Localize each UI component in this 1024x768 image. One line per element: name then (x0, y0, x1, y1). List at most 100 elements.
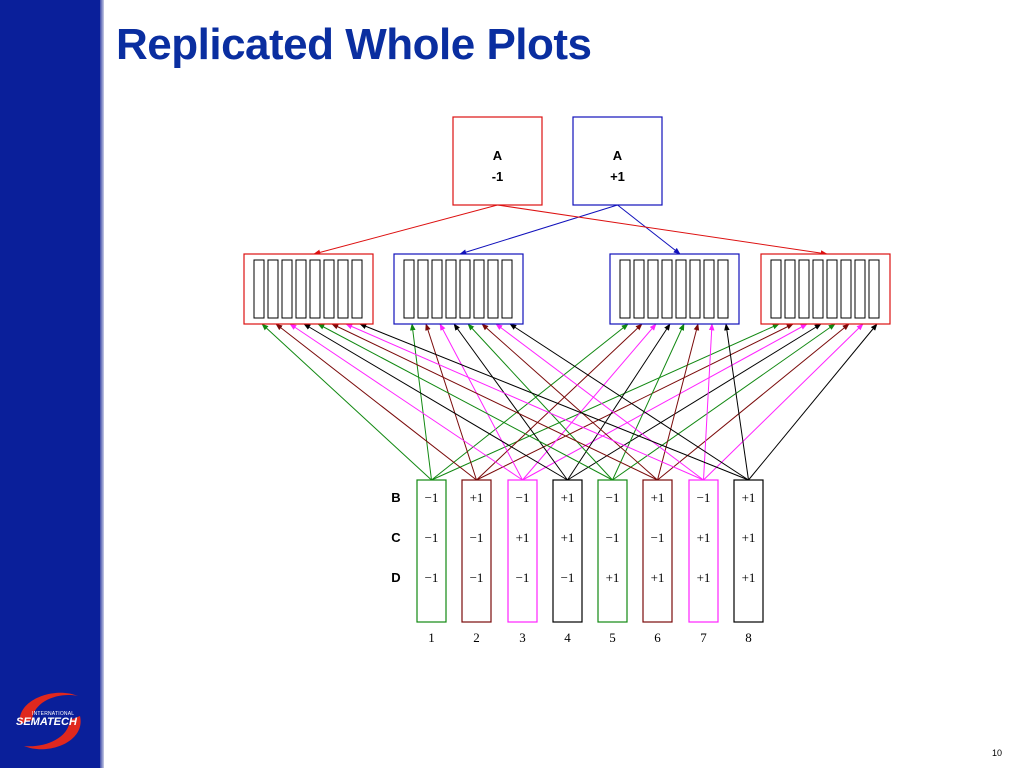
slide-title: Replicated Whole Plots (116, 20, 592, 69)
connector-lines (261, 204, 878, 481)
subplot-cell (253, 259, 265, 319)
run-to-subplot-arrow (495, 323, 704, 481)
run-column-8 (733, 479, 764, 623)
run-column-6 (642, 479, 673, 623)
subplot-cell (868, 259, 880, 319)
subplot-cell (351, 259, 363, 319)
row-labels: BCD (391, 490, 401, 585)
run-to-subplot-arrow (275, 323, 477, 481)
run-value: +1 (742, 530, 756, 545)
run-value: −1 (697, 490, 711, 505)
run-to-subplot-arrow (359, 323, 749, 481)
subplot-cell (647, 259, 659, 319)
subplot-cell (487, 259, 499, 319)
subplot-cell (689, 259, 701, 319)
run-value: +1 (606, 570, 620, 585)
run-to-subplot-arrow (567, 323, 822, 481)
run-to-subplot-arrow (703, 323, 715, 481)
subplot-cell (309, 259, 321, 319)
run-value: −1 (516, 570, 530, 585)
subplot-cell (703, 259, 715, 319)
subplot-cell (633, 259, 645, 319)
subplot-cell (267, 259, 279, 319)
run-value: −1 (606, 490, 620, 505)
run-column-3 (507, 479, 538, 623)
subplot-cell (337, 259, 349, 319)
run-to-subplot-arrow (289, 323, 523, 481)
run-value: −1 (425, 530, 439, 545)
sidebar-band (0, 0, 100, 768)
run-value: +1 (561, 530, 575, 545)
logo-swoosh-bottom (24, 716, 81, 750)
run-to-subplot-arrow (509, 323, 749, 481)
page-number: 10 (992, 748, 1003, 758)
subplot-cell (812, 259, 824, 319)
run-to-subplot-arrow (410, 323, 432, 481)
logo-swoosh-top (19, 692, 78, 724)
sematech-logo (19, 692, 81, 750)
run-column-5 (597, 479, 628, 623)
run-value: −1 (606, 530, 620, 545)
subplot-cell (323, 259, 335, 319)
logo-text-international: INTERNATIONAL (32, 711, 75, 717)
run-number: 7 (700, 630, 707, 645)
run-value: +1 (561, 490, 575, 505)
run-to-subplot-arrow (261, 323, 432, 481)
run-to-subplot-arrow (425, 323, 477, 481)
run-to-subplot-arrow (431, 323, 629, 481)
run-columns: −1−1−11+1−1−12−1+1−13+1+1−14−1−1+15+1−1+… (416, 479, 764, 645)
run-to-subplot-arrow (748, 323, 878, 481)
factor-a-plus-name: A (613, 148, 623, 163)
run-to-subplot-arrow (431, 323, 780, 481)
run-number: 6 (654, 630, 661, 645)
run-to-subplot-arrow (453, 323, 568, 481)
subplot-cell (854, 259, 866, 319)
run-to-subplot-arrow (703, 323, 864, 481)
subplot-cell (717, 259, 729, 319)
run-value: +1 (697, 530, 711, 545)
logo-text-sematech: SEMATECH (16, 716, 77, 728)
run-to-subplot-arrow (724, 323, 749, 481)
run-to-subplot-arrow (467, 323, 613, 481)
run-value: −1 (470, 530, 484, 545)
run-column-2 (461, 479, 492, 623)
run-value: +1 (742, 490, 756, 505)
run-to-subplot-arrow (345, 323, 704, 481)
sidebar-edge (100, 0, 104, 768)
run-value: −1 (651, 530, 665, 545)
subplot-cell (473, 259, 485, 319)
subplot-cell (826, 259, 838, 319)
subplot-cell (675, 259, 687, 319)
factor-to-whole-plot-arrow (497, 204, 828, 256)
run-number: 1 (428, 630, 435, 645)
factor-a-minus-level: -1 (492, 169, 504, 184)
run-column-7 (688, 479, 719, 623)
subplot-cell (798, 259, 810, 319)
factor-a-plus-level: +1 (610, 169, 625, 184)
run-to-subplot-arrow (317, 323, 613, 481)
subplot-cell (431, 259, 443, 319)
run-value: +1 (742, 570, 756, 585)
whole-plot-groups (243, 253, 891, 325)
factor-a-minus-box (452, 116, 543, 206)
subplot-cell (403, 259, 415, 319)
subplot-cell (501, 259, 513, 319)
run-number: 3 (519, 630, 526, 645)
subplot-cell (417, 259, 429, 319)
subplot-cell (459, 259, 471, 319)
run-to-subplot-arrow (331, 323, 658, 481)
subplot-cell (619, 259, 631, 319)
factor-to-whole-plot-arrow (459, 204, 618, 255)
run-to-subplot-arrow (481, 323, 658, 481)
subplot-cell (281, 259, 293, 319)
factor-a-minus-name: A (493, 148, 503, 163)
run-value: −1 (561, 570, 575, 585)
factor-to-whole-plot-arrow (313, 204, 498, 256)
row-label-c: C (391, 530, 401, 545)
run-value: −1 (470, 570, 484, 585)
run-to-subplot-arrow (476, 323, 643, 481)
run-to-subplot-arrow (522, 323, 657, 481)
run-to-subplot-arrow (657, 323, 700, 481)
subplot-cell (840, 259, 852, 319)
factor-a-plus-box (572, 116, 663, 206)
